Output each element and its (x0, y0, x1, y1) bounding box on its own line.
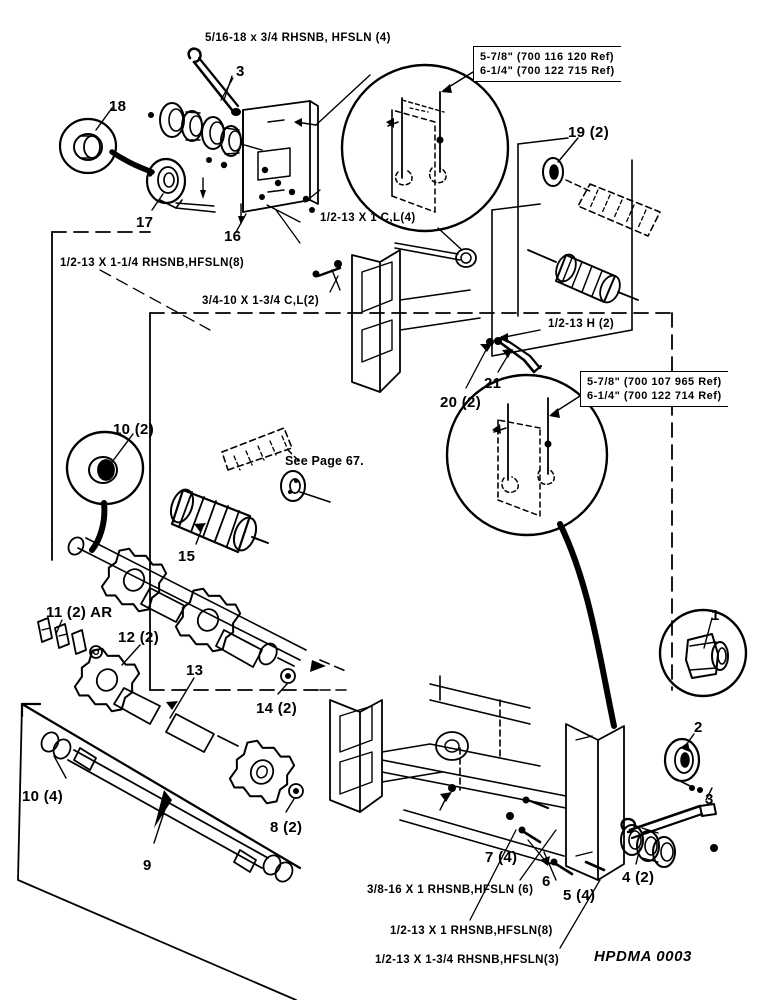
detail-circle-bottom (445, 373, 609, 537)
spec-label-top-nb: 5/16-18 x 3/4 RHSNB, HFSLN (4) (205, 32, 391, 44)
part-hub-see-page (280, 470, 331, 503)
idler-wheel (435, 731, 469, 761)
part-18-disc (58, 117, 118, 175)
part-4-washers (620, 824, 676, 868)
callout-8: 8 (2) (270, 819, 303, 836)
part-13-roller (165, 713, 296, 805)
part-stack-bushings (159, 102, 242, 157)
shaft-sprocket-assembly (67, 536, 307, 668)
detail-circle-top (340, 63, 510, 233)
ref-box-bottom-line2: 6-1/4" (700 122 714 Ref) (587, 390, 722, 402)
top-mount-plate (242, 100, 319, 213)
part-2-hub (663, 737, 701, 787)
callout-14: 14 (2) (256, 700, 297, 717)
ref-box-top-line2: 6-1/4" (700 122 715 Ref) (480, 65, 615, 77)
part-15-spiral-roller (169, 488, 269, 554)
center-frame-beam (351, 249, 401, 393)
ref-box-bottom-line1: 5-7/8" (700 107 965 Ref) (587, 376, 722, 388)
callout-19: 19 (2) (568, 124, 609, 141)
spec-label-three4-10: 3/4-10 X 1-3/4 C,L(2) (202, 295, 320, 307)
callout-12: 12 (2) (118, 629, 159, 646)
callout-20: 20 (2) (440, 394, 481, 411)
callout-4: 4 (2) (622, 869, 655, 886)
part-roller-solid (527, 249, 639, 304)
callout-2: 2 (694, 719, 703, 736)
callout-1: 1 (711, 607, 720, 624)
callout-21: 21 (484, 375, 502, 392)
part-17-hub (145, 157, 216, 213)
part-9-shaft (40, 731, 294, 883)
part-19-washer (542, 157, 564, 187)
spec-label-half13-x134: 1/2-13 X 1-3/4 RHSNB,HFSLN(3) (375, 954, 560, 966)
callout-6: 6 (542, 873, 551, 890)
callout-3-top: 3 (236, 63, 245, 80)
callout-16: 16 (224, 228, 242, 245)
frame-outline (51, 231, 673, 691)
part-roller-dashed-lower (221, 427, 301, 471)
callout-13: 13 (186, 662, 204, 679)
see-page-note: See Page 67. (285, 454, 364, 468)
part-9-shaft-frame (20, 702, 302, 870)
ref-box-bottom: 5-7/8" (700 107 965 Ref) 6-1/4" (700 122… (580, 371, 728, 407)
part-3-handle-top (187, 47, 241, 116)
callout-10-lower: 10 (4) (22, 788, 63, 805)
drawing-number: HPDMA 0003 (594, 948, 692, 965)
part-14-nut (280, 668, 296, 684)
callout-11: 11 (2) AR (46, 604, 113, 621)
part-21-bent-pin (486, 335, 543, 374)
callout-9: 9 (143, 857, 152, 874)
part-roller-dashed-top (565, 179, 661, 237)
ref-box-top: 5-7/8" (700 116 120 Ref) 6-1/4" (700 122… (473, 46, 621, 82)
part-7-bolts (439, 784, 550, 820)
spec-label-half13-x1: 1/2-13 X 1 C,L(4) (320, 212, 416, 224)
part-11-clips (37, 617, 103, 659)
spec-label-three8-16: 3/8-16 X 1 RHSNB,HFSLN (6) (367, 884, 534, 896)
part-10-disc-left (65, 430, 145, 506)
callout-18: 18 (109, 98, 127, 115)
callout-7: 7 (4) (485, 849, 518, 866)
part-3-handle-bottom (620, 803, 717, 840)
spec-label-half13-h: 1/2-13 H (2) (548, 318, 615, 330)
callout-17: 17 (136, 214, 154, 231)
part-5-6-fasteners (518, 826, 606, 876)
detail-circle-item1 (658, 608, 748, 698)
ref-box-top-line1: 5-7/8" (700 116 120 Ref) (480, 51, 615, 63)
part-8-nut (288, 783, 304, 799)
lower-right-plate (565, 723, 625, 881)
part-12-sprocket (73, 647, 161, 725)
callout-3-bottom: 3 (705, 791, 714, 808)
mid-right-cross-frame (429, 675, 531, 791)
callout-5: 5 (4) (563, 887, 596, 904)
spec-label-half13-x1-b: 1/2-13 X 1 RHSNB,HFSLN(8) (390, 925, 553, 937)
lower-frame-right (329, 699, 383, 813)
callout-10-upper: 10 (2) (113, 421, 154, 438)
callout-15: 15 (178, 548, 196, 565)
spec-label-half13-x114: 1/2-13 X 1-1/4 RHSNB,HFSLN(8) (60, 257, 245, 269)
